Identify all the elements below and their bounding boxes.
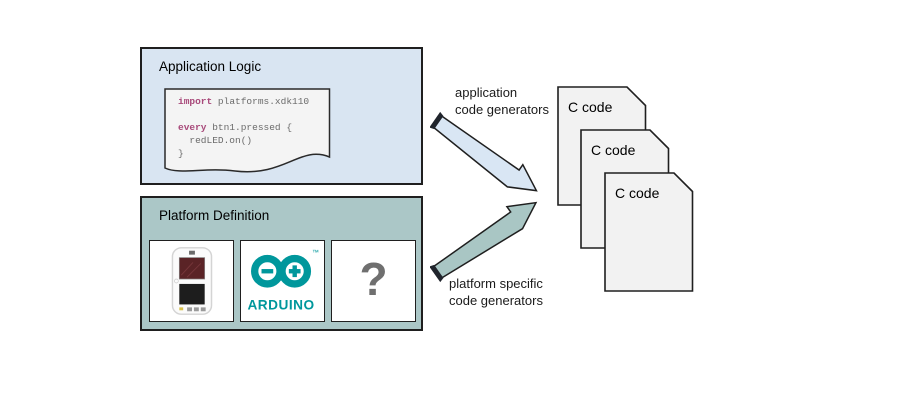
arduino-wordmark: ARDUINO [247,297,314,312]
platform-definition-title: Platform Definition [159,208,270,223]
c-code-label: C code [591,142,636,158]
code-line1-rest: platforms.xdk110 [212,96,310,107]
xdk110-device-icon [171,247,213,315]
platform-generators-arrow [430,201,538,283]
wavy-document-shape [164,88,331,173]
arrow-tail-cap [430,264,444,283]
keyword-every: every [178,122,207,133]
application-generators-arrow [430,111,538,192]
c-code-label: C code [615,185,660,201]
application-logic-title: Application Logic [159,59,262,74]
arduino-logo-icon: ™ ARDUINO [247,250,319,313]
platform-tile-arduino: ™ ARDUINO [240,240,325,322]
platform-generators-label: platform specific code generators [449,276,543,308]
question-mark-icon: ? [359,253,388,305]
c-code-document: C code [604,172,694,292]
platform-tile-xdk110 [149,240,234,322]
code-line4: } [178,148,184,159]
arduino-trademark: ™ [312,250,319,257]
c-code-label: C code [568,99,613,115]
code-snippet-document: import platforms.xdk110 every btn1.press… [164,88,331,178]
platform-definition-panel: Platform Definition [140,196,423,331]
code-listing: import platforms.xdk110 every btn1.press… [178,95,309,160]
keyword-import: import [178,96,213,107]
code-line3: redLED.on() [178,135,253,146]
application-logic-panel: Application Logic import platforms.xdk11… [140,47,423,185]
code-line2-rest: btn1.pressed { [206,122,293,133]
arrow-tail-cap [430,111,444,130]
platform-tile-unknown: ? [331,240,416,322]
application-generators-label: application code generators [455,85,549,117]
